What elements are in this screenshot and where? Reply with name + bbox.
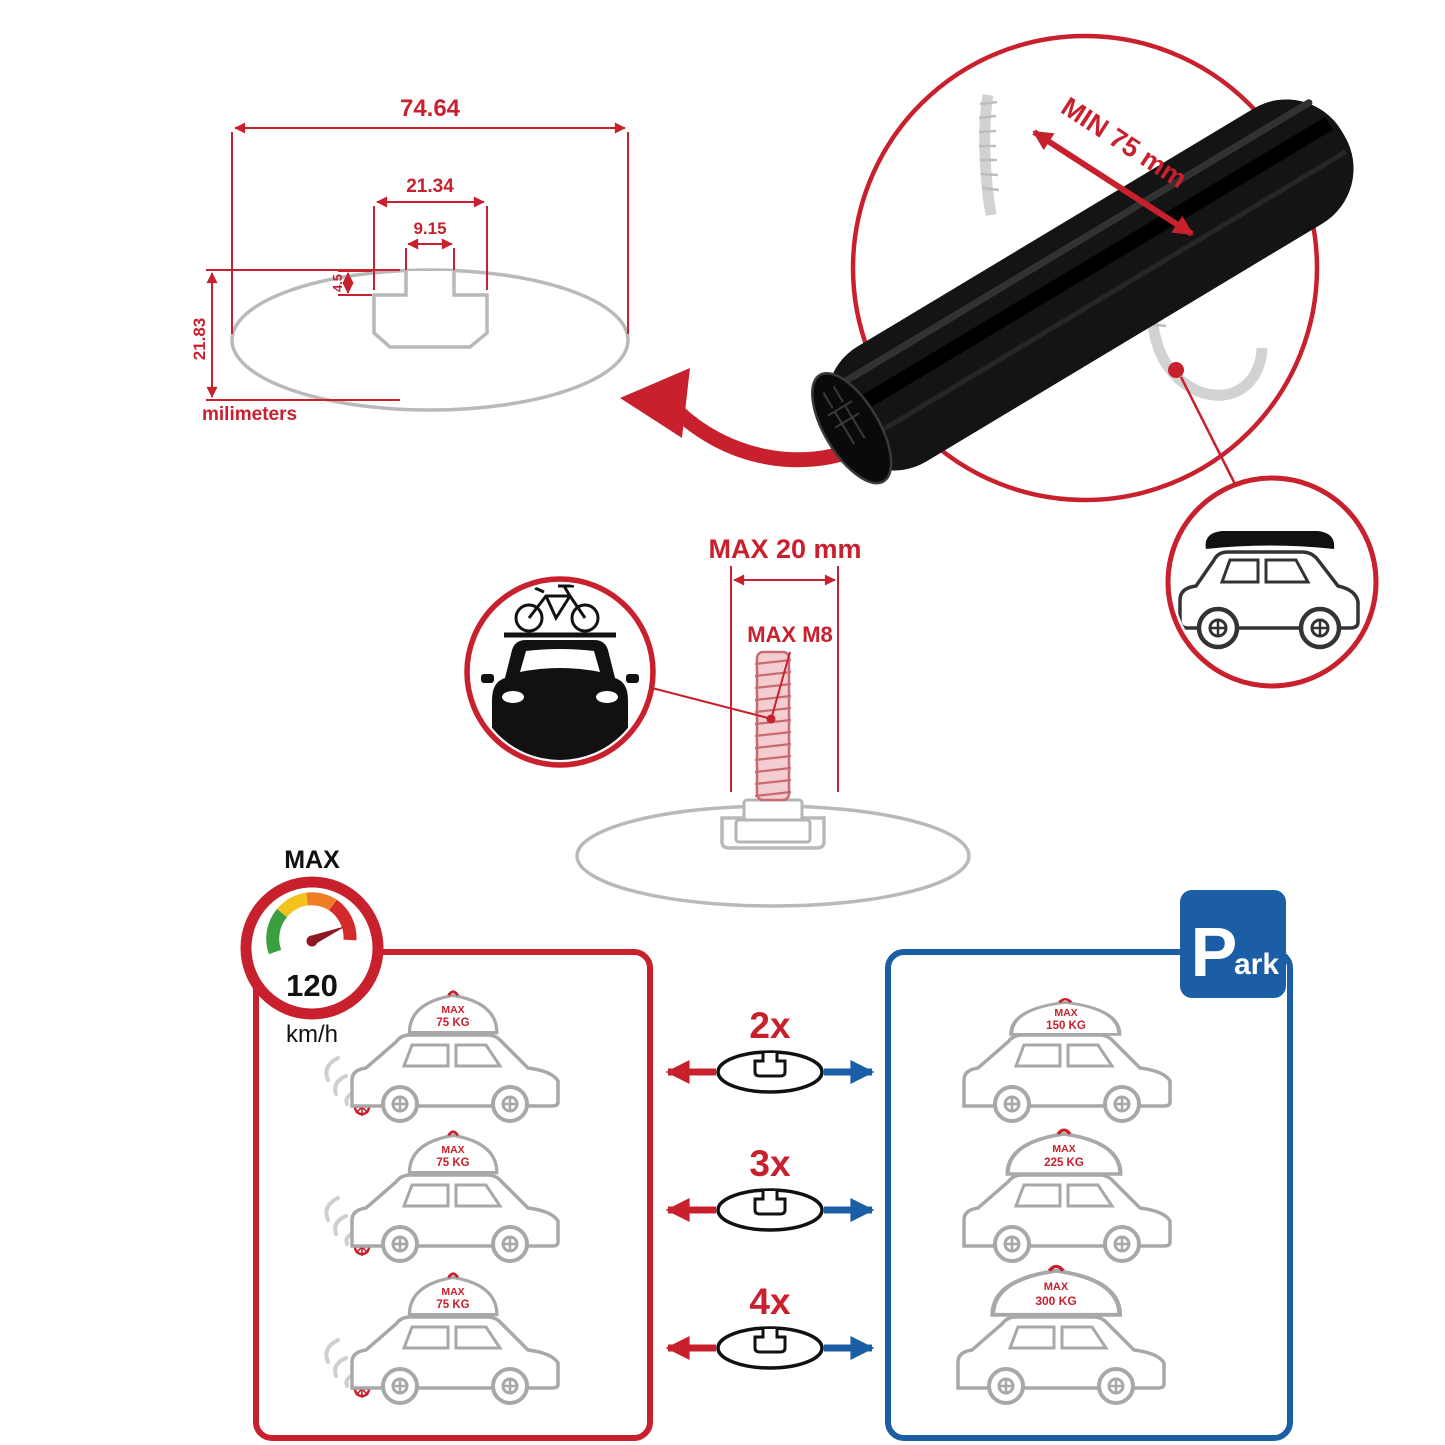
speed-max-label: MAX <box>284 846 340 874</box>
dim-total-height <box>206 269 400 401</box>
roofbox-car-badge <box>1165 475 1379 689</box>
max-thread-leader <box>771 651 791 717</box>
cargo-max-label: MAX <box>1054 1007 1077 1019</box>
park-sign-text: ark <box>1234 948 1279 981</box>
multiplier-3x: 3x <box>749 1143 791 1184</box>
load-comparison: MAX 120 km/h MAX 75 KG MAX <box>240 846 1293 1441</box>
cargo-max-label: MAX <box>1044 1281 1069 1293</box>
parked-car-1: MAX 150 KG <box>962 999 1172 1123</box>
speed-value: 120 <box>286 968 338 1003</box>
bike-car-leader <box>651 687 769 719</box>
multiplier-column: 2x 3x 4x <box>665 1005 875 1370</box>
t-bolt-head <box>734 818 812 844</box>
max-thread-label: MAX M8 <box>747 622 833 647</box>
dim-total-width <box>231 122 629 334</box>
multiplier-4x: 4x <box>749 1281 791 1322</box>
cargo-weight-label: 75 KG <box>436 1017 469 1029</box>
dim-total-width-label: 74.64 <box>400 95 461 122</box>
bolt-spec: MAX 20 mm MAX M8 <box>464 534 971 908</box>
profile-dimension-diagram: 74.64 21.34 9.15 4.5 21.83 mili <box>190 95 872 468</box>
cargo-weight-label: 75 KG <box>436 1299 469 1311</box>
cargo-max-label: MAX <box>441 1286 464 1298</box>
cargo-max-label: MAX <box>1052 1143 1075 1155</box>
bike-car-badge <box>464 576 656 768</box>
min-clamp-arrow <box>1032 129 1194 237</box>
roof-box-shape <box>1205 531 1335 549</box>
driving-car-3: MAX 75 KG <box>324 1272 560 1405</box>
cargo-weight-label: 300 KG <box>1035 1294 1076 1308</box>
dim-channel-width-label: 21.34 <box>406 176 454 197</box>
speed-gauge-arcs <box>266 892 357 955</box>
speed-units: km/h <box>286 1021 338 1048</box>
t-bolt-collar <box>742 798 804 822</box>
profile-t-slot <box>372 271 489 349</box>
park-sign-p: P <box>1191 913 1238 991</box>
thread-point-dot <box>766 714 776 724</box>
cargo-weight-label: 150 KG <box>1046 1020 1086 1032</box>
clamp-leader-line <box>1179 376 1240 491</box>
park-sign: P ark <box>1180 890 1286 998</box>
bar-detail-callout: MIN 75 mm <box>811 33 1379 689</box>
cargo-max-label: MAX <box>441 1144 464 1156</box>
clamp-point-dot <box>1168 362 1184 378</box>
cargo-weight-label: 225 KG <box>1044 1157 1084 1169</box>
crossbar-end-icon <box>716 1326 824 1370</box>
cargo-weight-label: 75 KG <box>436 1157 469 1169</box>
driving-car-1: MAX 75 KG <box>324 990 560 1123</box>
dim-slot-width-label: 9.15 <box>413 219 446 238</box>
units-label: milimeters <box>202 404 297 425</box>
cargo-max-label: MAX <box>441 1004 464 1016</box>
parked-car-3: MAX 300 KG <box>956 1266 1166 1405</box>
speedometer: MAX 120 km/h <box>240 846 384 1048</box>
dim-lip-depth-label: 4.5 <box>330 274 345 292</box>
dim-channel-width <box>373 196 488 290</box>
multiplier-2x: 2x <box>749 1005 791 1046</box>
dim-total-height-label: 21.83 <box>190 318 209 361</box>
t-bolt-thread <box>754 650 792 802</box>
speed-needle <box>310 926 346 946</box>
crossbar-end-icon <box>716 1188 824 1232</box>
driving-car-2: MAX 75 KG <box>324 1130 560 1263</box>
min-clamp-label: MIN 75 mm <box>1056 91 1192 194</box>
detail-circle <box>850 33 1320 503</box>
crossbar-end-icon <box>716 1050 824 1094</box>
max-length-dimension <box>730 566 839 792</box>
parked-car-2: MAX 225 KG <box>962 1130 1172 1263</box>
dim-slot-width <box>405 238 455 270</box>
crossbar-render <box>811 99 1354 485</box>
max-length-label: MAX 20 mm <box>708 534 861 564</box>
bike-icon <box>514 584 600 633</box>
